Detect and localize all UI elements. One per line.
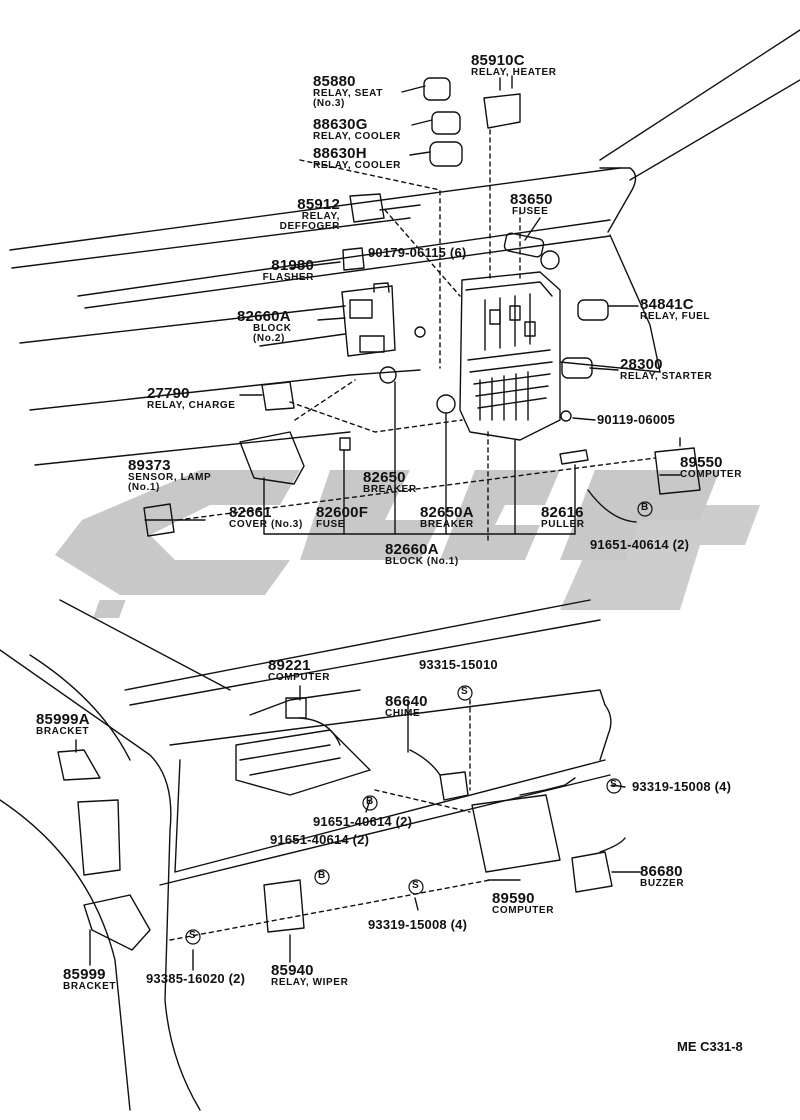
screw-symbol: S xyxy=(461,686,468,697)
part-label: 93385-16020 (2) xyxy=(146,971,246,986)
part-label: 83650 FUSEE xyxy=(510,191,553,217)
part-label: 85999A BRACKET xyxy=(36,711,90,737)
lower-components-drawing xyxy=(57,697,626,951)
part-label: 85999 BRACKET xyxy=(63,966,117,992)
part-label: 86680 BUZZER xyxy=(640,863,685,889)
screw-symbol: S xyxy=(610,779,617,790)
bolt-symbol: B xyxy=(641,502,649,513)
panel-outline-lower xyxy=(0,599,612,1111)
fuse-block-drawing xyxy=(459,271,561,441)
part-label: 86640 CHIME xyxy=(385,693,428,719)
part-label: 82650 BREAKER xyxy=(363,469,417,495)
part-label: 84841C RELAY, FUEL xyxy=(640,296,711,322)
part-label: 85910C RELAY, HEATER xyxy=(471,52,557,78)
part-label: 89550 COMPUTER xyxy=(680,454,743,480)
reference-code: ME C331-8 xyxy=(677,1039,743,1054)
leader-lines xyxy=(169,129,656,941)
part-label: 82600F FUSE xyxy=(316,504,369,530)
part-label: 90179-06115 (6) xyxy=(368,245,467,260)
part-label: 91651-40614 (2) xyxy=(313,814,413,829)
part-label: 90119-06005 xyxy=(597,412,676,427)
part-label: 82650A BREAKER xyxy=(420,504,474,530)
relays-top-drawing xyxy=(261,75,609,465)
bolt-symbol: B xyxy=(366,796,374,807)
part-label: 89373 SENSOR, LAMP (No.1) xyxy=(128,457,212,493)
part-label: 93315-15010 xyxy=(419,657,498,672)
part-label: 27790 RELAY, CHARGE xyxy=(147,385,236,411)
part-label: 88630H RELAY, COOLER xyxy=(313,145,402,171)
part-label: 93319-15008 (4) xyxy=(368,917,468,932)
part-label: 28300 RELAY, STARTER xyxy=(620,356,713,382)
watermark-logo xyxy=(55,470,760,618)
part-label: 91651-40614 (2) xyxy=(270,832,370,847)
relay-block-drawing xyxy=(341,282,396,357)
part-label: 85912 RELAY, DEFFOGER xyxy=(279,196,340,232)
part-label: 89221 COMPUTER xyxy=(268,657,331,683)
symbol-circles xyxy=(185,501,653,945)
part-label: 85940 RELAY, WIPER xyxy=(271,962,349,988)
part-label: 89590 COMPUTER xyxy=(492,890,555,916)
part-label: 88630G RELAY, COOLER xyxy=(313,116,402,142)
screw-symbol: S xyxy=(189,930,196,941)
part-label: 85880 RELAY, SEAT (No.3) xyxy=(313,73,383,109)
part-label: 81980 FLASHER xyxy=(262,257,314,283)
part-label: 82661 COVER (No.3) xyxy=(229,504,303,530)
part-label: 93319-15008 (4) xyxy=(632,779,732,794)
part-label: 91651-40614 (2) xyxy=(590,537,690,552)
bolt-symbol: B xyxy=(318,870,326,881)
part-label: 82660A BLOCK (No.2) xyxy=(237,308,292,344)
callout-lines xyxy=(75,204,681,971)
screw-symbol: S xyxy=(412,880,419,891)
misc-parts-drawing xyxy=(143,431,701,537)
part-label: 82660A BLOCK (No.1) xyxy=(385,541,459,567)
panel-outline-upper xyxy=(9,29,800,466)
part-label: 82616 PULLER xyxy=(541,504,585,530)
